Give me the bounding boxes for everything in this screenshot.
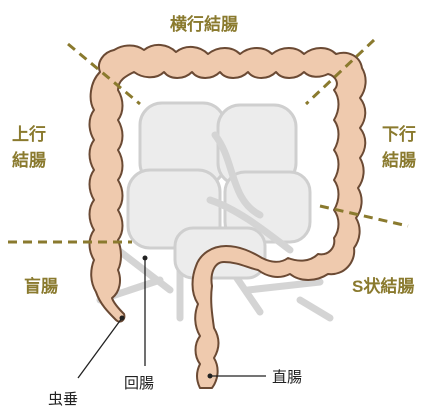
- label-transverse-colon: 横行結腸: [170, 14, 238, 34]
- label-descending-colon-line2: 結腸: [382, 150, 416, 170]
- label-sigmoid-colon: S状結腸: [352, 276, 414, 296]
- label-ascending-colon-line2: 結腸: [12, 150, 46, 170]
- divider-descending-sigmoid: [320, 206, 408, 226]
- label-rectum: 直腸: [272, 369, 302, 386]
- small-intestine: [100, 103, 330, 318]
- leader-ileum-dot: [143, 256, 148, 261]
- label-ascending-colon-line1: 上行: [12, 124, 46, 144]
- leader-appendix-dot: [120, 316, 125, 321]
- label-ileum: 回腸: [124, 375, 154, 392]
- label-appendix: 虫垂: [48, 391, 78, 408]
- leader-rectum-dot: [208, 374, 213, 379]
- leader-appendix: [78, 318, 122, 378]
- label-descending-colon-line1: 下行: [382, 124, 416, 144]
- label-cecum: 盲腸: [24, 276, 58, 296]
